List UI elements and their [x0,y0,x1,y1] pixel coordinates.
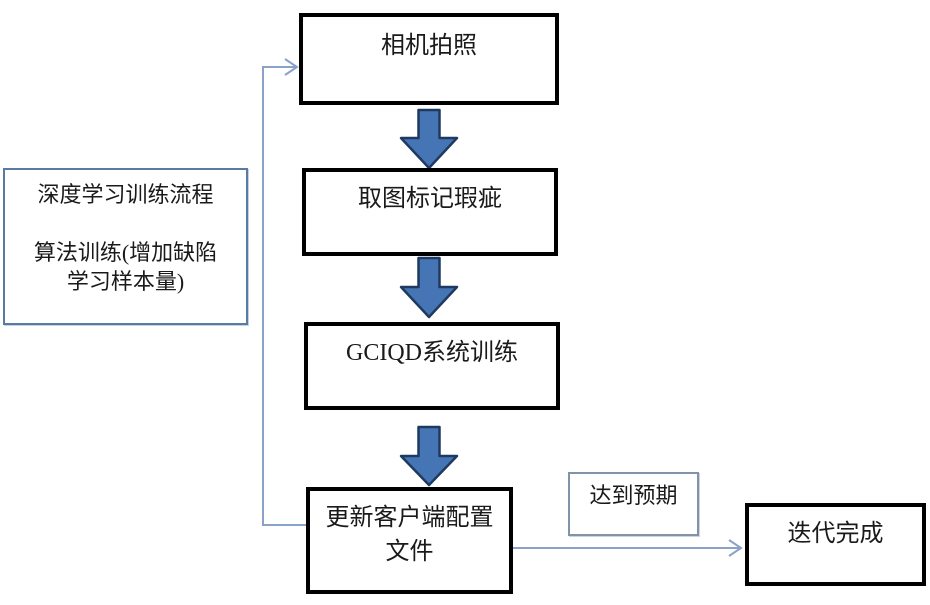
down-block-arrow-icon-1 [399,108,459,170]
note-training-process-label: 深度学习训练流程 算法训练(增加缺陷 学习样本量) [33,182,218,294]
node-gciqd-training-label: GCIQD系统训练 [346,340,518,366]
node-update-config-label: 更新客户端配置 文件 [325,505,494,565]
feedback-loop-arrowhead-icon [284,58,299,76]
feedback-loop-line [262,66,306,526]
node-iteration-complete-label: 迭代完成 [787,521,884,547]
label-expectation-met: 达到预期 [568,472,699,536]
node-camera-photo-label: 相机拍照 [381,33,477,59]
down-block-arrow-icon-2 [399,256,459,319]
node-mark-defects: 取图标记瑕疵 [302,168,558,256]
node-update-config: 更新客户端配置 文件 [306,487,513,594]
label-expectation-met-text: 达到预期 [589,483,678,508]
feedback-loop-arrow [262,58,306,526]
note-training-process: 深度学习训练流程 算法训练(增加缺陷 学习样本量) [3,168,248,325]
node-gciqd-training: GCIQD系统训练 [304,322,560,410]
node-mark-defects-label: 取图标记瑕疵 [358,186,502,212]
down-block-arrow-icon-3 [399,425,459,487]
success-flow-arrowhead-icon [728,539,743,557]
node-camera-photo: 相机拍照 [299,13,559,105]
success-flow-arrow [513,539,743,557]
node-iteration-complete: 迭代完成 [745,503,926,586]
